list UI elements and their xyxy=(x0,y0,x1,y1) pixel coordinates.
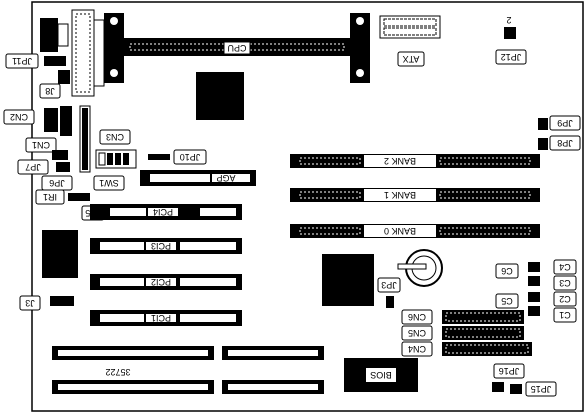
north-bridge-chip xyxy=(196,72,244,120)
cn4-label: CN4 xyxy=(408,344,426,354)
j3-label: J3 xyxy=(25,298,35,308)
jp11-label: JP11 xyxy=(12,56,32,66)
atx-connector: ATX xyxy=(379,15,441,67)
jp7-label: JP7 xyxy=(25,162,41,172)
south-bridge-chip xyxy=(322,254,374,306)
atx-label: ATX xyxy=(403,54,420,64)
jp8-jumper: JP8 xyxy=(538,135,581,151)
jp16-label: JP16 xyxy=(499,366,520,376)
pci4-slot: PCI4 xyxy=(90,204,242,220)
jp8-label: JP8 xyxy=(557,138,573,148)
cn6-label: CN6 xyxy=(408,312,426,322)
jp10-label: JP10 xyxy=(180,152,201,162)
jp12-pin-label: 2 xyxy=(506,15,511,25)
pci4-label: PCI4 xyxy=(153,207,173,217)
cn5-connector: CN5 xyxy=(401,325,524,341)
cn4-connector: CN4 xyxy=(401,341,532,357)
j8-label: J8 xyxy=(45,86,55,96)
jp10-jumper: JP10 xyxy=(148,149,207,165)
jp3-jumper: JP3 xyxy=(377,277,401,308)
c3-connector: C3 xyxy=(528,275,577,291)
cn1-connector: CN1 xyxy=(25,137,57,153)
isa-slot-2 xyxy=(52,380,324,394)
pci1-label: PCI1 xyxy=(151,313,171,323)
c2-connector: C2 xyxy=(553,291,577,307)
jp15-label: JP15 xyxy=(531,384,552,394)
agp-label: AGP xyxy=(216,173,235,183)
part-number: 35722 xyxy=(105,367,130,377)
c5-label: C5 xyxy=(501,296,513,306)
cn3-connector: CN3 xyxy=(79,105,131,173)
c1-connector: C1 xyxy=(528,306,577,323)
c2-label: C2 xyxy=(559,294,571,304)
cn5-label: CN5 xyxy=(408,328,426,338)
jp6-jumper: JP6 xyxy=(41,162,73,191)
battery xyxy=(397,249,443,287)
bios-label: BIOS xyxy=(370,370,392,380)
jp16-jumper: JP16 xyxy=(492,363,525,392)
pci3-slot: PCI3 xyxy=(90,238,242,254)
cn3-label: CN3 xyxy=(106,132,124,142)
rear-io-connectors xyxy=(40,9,105,97)
jp12-label: JP12 xyxy=(501,52,522,62)
cn2-connector: CN2 xyxy=(3,106,72,136)
sw1-switch: SW1 xyxy=(93,149,137,191)
bios-chip: BIOS xyxy=(344,358,418,392)
jp12-jumper: 2 JP12 xyxy=(495,15,527,65)
jp9-label: JP9 xyxy=(557,118,573,128)
pci3-label: PCI3 xyxy=(151,241,171,251)
jp6-label: JP6 xyxy=(49,178,65,188)
jp11-jumper: JP11 xyxy=(5,53,66,69)
sw1-label: SW1 xyxy=(99,178,119,188)
j3-connector: J3 xyxy=(19,295,74,311)
isa-slot-1 xyxy=(52,346,324,360)
c6-connector: C6 xyxy=(495,263,519,279)
c4-label: C4 xyxy=(559,262,571,272)
pci2-label: PCI2 xyxy=(151,277,171,287)
memory-bank-2: BANK 2 xyxy=(290,154,540,168)
cpu-slot: CPU xyxy=(104,13,370,83)
jp9-jumper: JP9 xyxy=(538,115,581,131)
audio-chip xyxy=(42,230,78,278)
c5-connector: C5 xyxy=(495,292,540,309)
pci1-slot: PCI1 xyxy=(90,310,242,326)
jp7-jumper: JP7 xyxy=(17,150,68,175)
ir1-connector: IR1 xyxy=(35,189,90,205)
agp-slot: AGP xyxy=(140,170,256,186)
c3-label: C3 xyxy=(559,278,571,288)
memory-bank-1: BANK 1 xyxy=(290,188,540,202)
memory-bank-0: BANK 0 xyxy=(290,224,540,238)
jp15-jumper: JP15 xyxy=(510,381,557,397)
c1-label: C1 xyxy=(559,310,571,320)
cn1-label: CN1 xyxy=(32,140,50,150)
cn6-connector: CN6 xyxy=(401,309,524,325)
c4-connector: C4 xyxy=(528,259,577,275)
ir1-label: IR1 xyxy=(43,192,57,202)
cpu-label: CPU xyxy=(227,43,246,53)
bank0-label: BANK 0 xyxy=(384,226,416,236)
jp3-label: JP3 xyxy=(381,280,397,290)
cn2-label: CN2 xyxy=(10,112,28,122)
bank1-label: BANK 1 xyxy=(384,190,416,200)
bank2-label: BANK 2 xyxy=(384,156,416,166)
j8-connector: J8 xyxy=(39,70,70,99)
c6-label: C6 xyxy=(501,266,513,276)
pci2-slot: PCI2 xyxy=(90,274,242,290)
